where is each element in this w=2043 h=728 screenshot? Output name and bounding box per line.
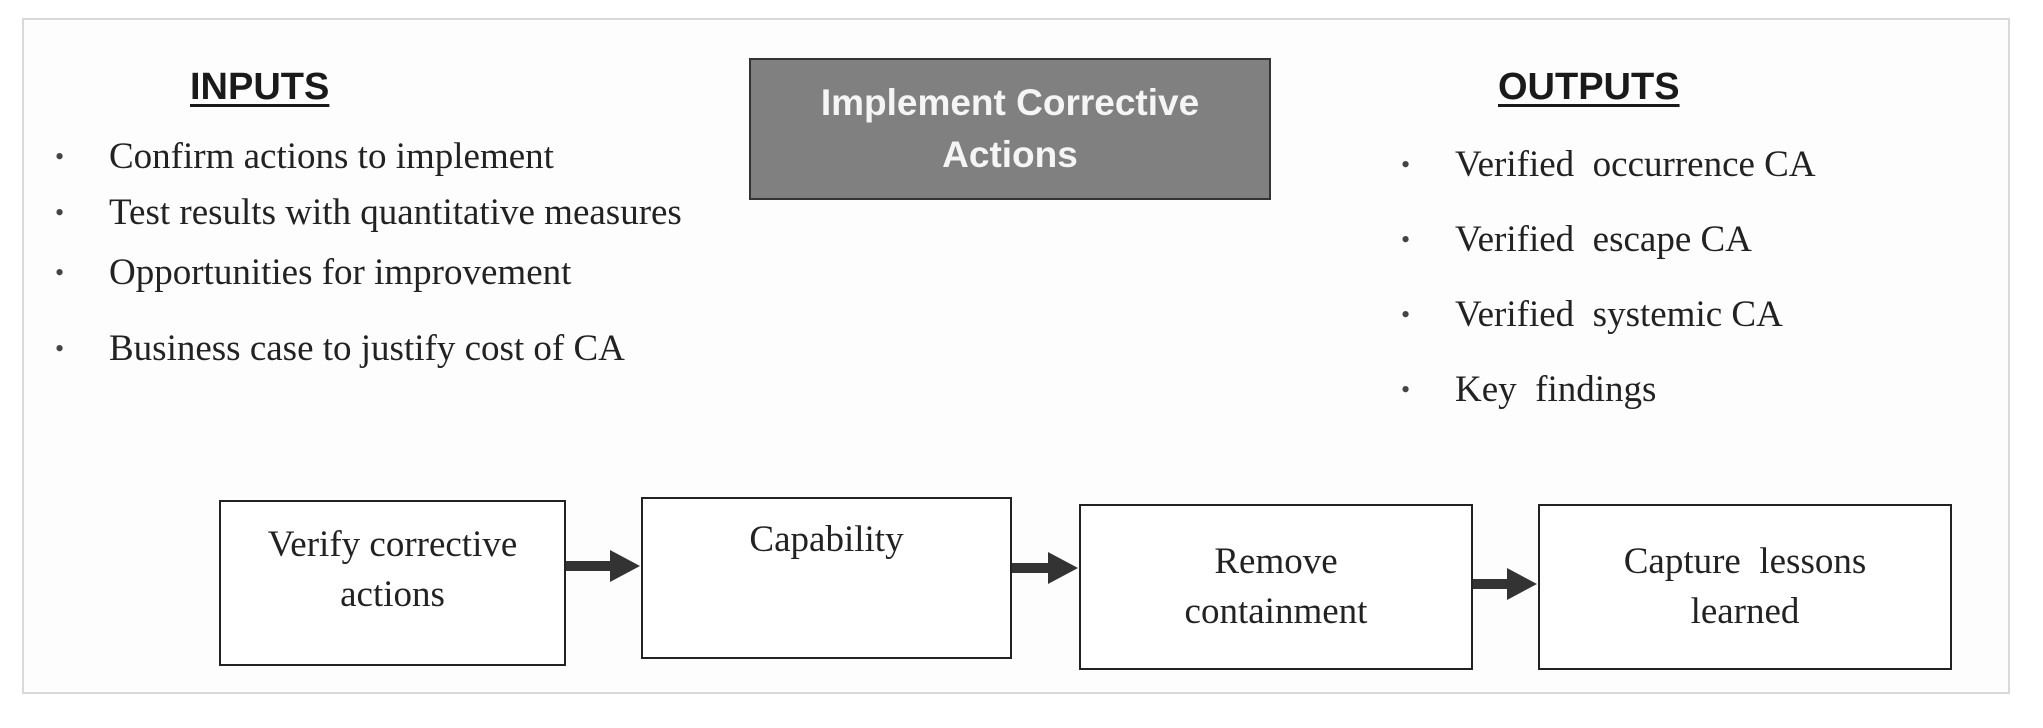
outputs-heading: OUTPUTS [1498,66,1680,108]
bullet-icon: • [55,198,65,227]
input-item: •Business case to justify cost of CA [55,326,695,372]
step-verify-corrective-actions: Verify corrective actions [219,500,566,666]
process-title-box: Implement Corrective Actions [749,58,1271,200]
bullet-icon: • [55,142,65,171]
bullet-icon: • [1401,375,1411,404]
input-item: •Opportunities for improvement [55,250,695,296]
input-item: •Confirm actions to implement [55,134,695,180]
step-remove-containment: Remove containment [1079,504,1473,670]
arrow-right-icon [1012,552,1078,584]
arrow-right-icon [1473,568,1537,600]
bullet-icon: • [1401,300,1411,329]
inputs-list: •Confirm actions to implement •Test resu… [55,134,695,372]
output-item: •Verified systemic CA [1401,292,2001,338]
process-title: Implement Corrective Actions [820,82,1200,175]
output-item: •Key findings [1401,367,2001,413]
bullet-icon: • [1401,225,1411,254]
output-item: •Verified occurrence CA [1401,142,2001,188]
step-capture-lessons-learned: Capture lessons learned [1538,504,1952,670]
bullet-icon: • [55,258,65,287]
bullet-icon: • [1401,150,1411,179]
step-capability: Capability [641,497,1012,659]
arrow-right-icon [566,550,640,582]
outputs-list: •Verified occurrence CA •Verified escape… [1401,142,2001,413]
input-item: •Test results with quantitative measures [55,190,695,236]
bullet-icon: • [55,334,65,363]
inputs-heading: INPUTS [190,66,330,108]
output-item: •Verified escape CA [1401,217,2001,263]
